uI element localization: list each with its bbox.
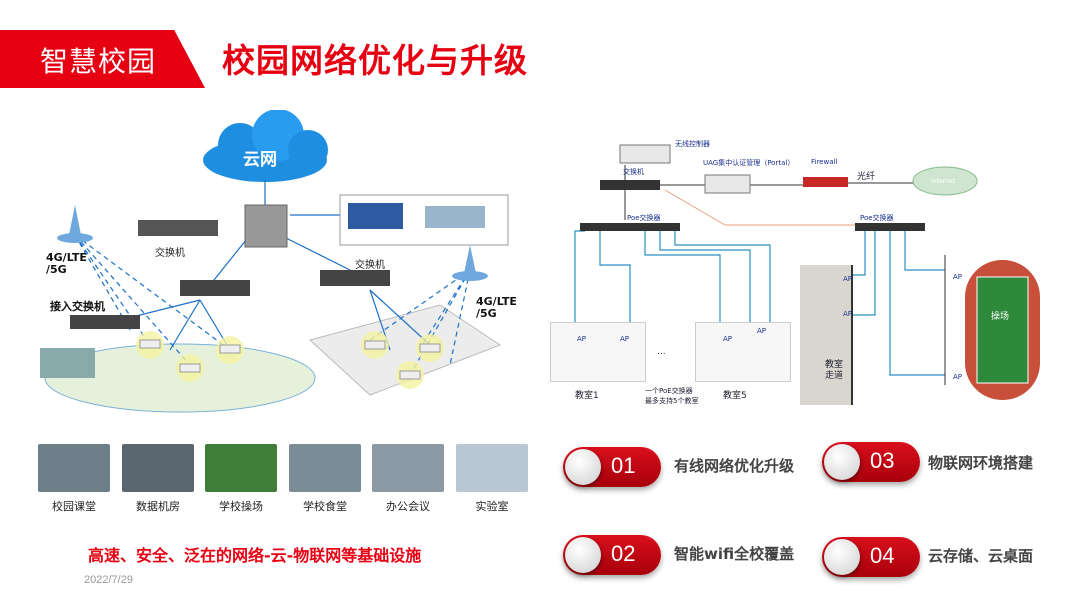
feature-number: 04 xyxy=(870,543,895,568)
date: 2022/7/29 xyxy=(84,574,133,586)
uag-icon xyxy=(704,174,751,194)
ap-label: AP xyxy=(953,373,963,381)
cell-label-right: 4G/LTE /5G xyxy=(476,295,517,320)
scene-caption: 办公会议 xyxy=(386,500,430,513)
cell-tower-icon xyxy=(57,205,488,281)
ap-label: AP xyxy=(723,335,733,343)
section-tag-label: 智慧校园 xyxy=(40,45,157,78)
feature-label: 云存储、云桌面 xyxy=(928,547,1034,565)
uag-label: UAG集中认证管理（Portal） xyxy=(703,159,795,167)
pill-knob xyxy=(565,449,601,485)
feature-label: 物联网环境搭建 xyxy=(928,454,1034,472)
classroom-1-image xyxy=(550,322,646,382)
feature-pill-03: 03 xyxy=(822,442,920,482)
feature-label: 有线网络优化升级 xyxy=(674,457,795,475)
access-switch-label: 接入交换机 xyxy=(50,300,105,313)
scene-caption: 实验室 xyxy=(475,500,509,513)
wired-network-diagram: 无线控制器 交换机 UAG集中认证管理（Portal） Firewall 光纤 … xyxy=(545,125,1065,415)
cloud-icon xyxy=(203,110,328,182)
scene-image xyxy=(38,444,110,492)
section-tag: 智慧校园 xyxy=(0,30,205,88)
campus-network-diagram: 云网 交换机 交换机 接入交换机 4G/LTE /5G 4G/LTE /5G xyxy=(30,110,530,430)
switch-icon xyxy=(180,280,250,296)
scene-caption: 数据机房 xyxy=(136,500,180,513)
wireless-controller-icon xyxy=(619,144,671,164)
poe-switch-label: Poe交换器 xyxy=(860,214,894,222)
switch-icon xyxy=(600,180,660,190)
poe-switch-icon xyxy=(580,223,680,231)
field-label: 操场 xyxy=(991,312,1010,322)
feature-number: 01 xyxy=(611,453,636,478)
switch-icon xyxy=(70,315,140,329)
poe-note: 一个PoE交换器 xyxy=(645,387,693,395)
poe-note: 最多支持5个教室 xyxy=(645,397,699,405)
feature-label: 智能wifi全校覆盖 xyxy=(674,545,795,563)
classroom-1-label: 教室1 xyxy=(575,391,599,401)
corridor-label: 教室 走道 xyxy=(825,360,844,381)
poe-switch-icon xyxy=(855,223,925,231)
ellipsis: ... xyxy=(657,347,666,357)
building-icon xyxy=(40,348,95,378)
scene-image xyxy=(289,444,361,492)
ap-label: AP xyxy=(953,273,963,281)
server-icon xyxy=(348,203,403,229)
core-switch-icon xyxy=(244,204,288,248)
switch-label: 交换机 xyxy=(623,168,644,176)
pill-knob xyxy=(824,539,860,575)
scene-image xyxy=(122,444,194,492)
scene-caption: 学校食堂 xyxy=(303,500,347,513)
feature-pill-04: 04 xyxy=(822,537,920,577)
ap-label: AP xyxy=(577,335,587,343)
network-links xyxy=(40,110,509,413)
cell-label-left: 4G/LTE /5G xyxy=(46,251,87,276)
switch-label: 交换机 xyxy=(155,248,185,259)
internet-label: Internet xyxy=(931,178,955,185)
wireless-controller-label: 无线控制器 xyxy=(675,140,710,148)
scene-caption: 学校操场 xyxy=(219,500,263,513)
ap-label: AP xyxy=(843,275,853,283)
switch-label: 交换机 xyxy=(355,260,385,271)
scene-caption: 校园课堂 xyxy=(52,500,96,513)
feature-number: 02 xyxy=(611,541,636,566)
slogan: 高速、安全、泛在的网络-云-物联网等基础设施 xyxy=(88,546,422,565)
scene-image xyxy=(456,444,528,492)
firewall-label: Firewall xyxy=(811,158,838,166)
field-grass xyxy=(976,276,1029,384)
switch-icon xyxy=(320,270,390,286)
ap-label: AP xyxy=(620,335,630,343)
corridor-image xyxy=(800,265,852,405)
poe-switch-label: Poe交换器 xyxy=(627,214,661,222)
classroom-5-image xyxy=(695,322,791,382)
access-point-icons xyxy=(136,331,444,389)
scene-image xyxy=(372,444,444,492)
firewall-icon xyxy=(803,177,848,187)
scene-image xyxy=(205,444,277,492)
ap-label: AP xyxy=(843,310,853,318)
storage-icon xyxy=(425,206,485,228)
feature-pill-01: 01 xyxy=(563,447,661,487)
internet-cloud-icon xyxy=(912,166,978,196)
pill-knob xyxy=(824,444,860,480)
switch-icon xyxy=(138,220,218,236)
page-title: 校园网络优化与升级 xyxy=(222,41,528,80)
feature-number: 03 xyxy=(870,448,895,473)
pill-knob xyxy=(565,537,601,573)
ap-label: AP xyxy=(757,327,767,335)
fiber-label: 光纤 xyxy=(857,172,876,182)
wired-links xyxy=(574,144,1040,405)
scene-strip: 校园课堂 数据机房 学校操场 学校食堂 办公会议 实验室 xyxy=(38,444,538,514)
feature-pill-02: 02 xyxy=(563,535,661,575)
classroom-5-label: 教室5 xyxy=(723,391,747,401)
cloud-label: 云网 xyxy=(243,150,277,170)
